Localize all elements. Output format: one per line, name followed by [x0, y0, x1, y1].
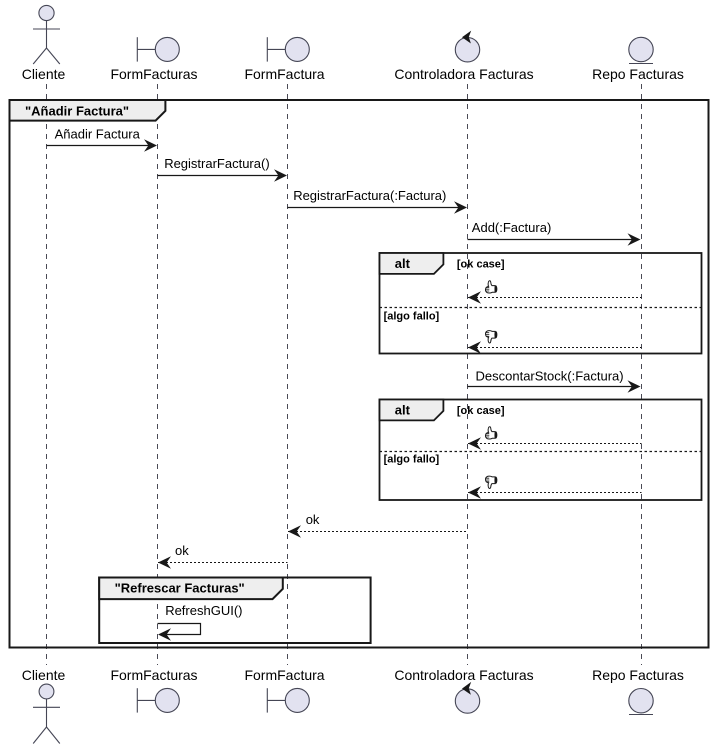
- svg-text:[ok case]: [ok case]: [457, 405, 505, 417]
- svg-text:FormFactura: FormFactura: [244, 66, 324, 82]
- svg-text:"Añadir Factura": "Añadir Factura": [25, 104, 129, 119]
- svg-text:RegistrarFactura(:Factura): RegistrarFactura(:Factura): [293, 188, 446, 203]
- svg-text:alt: alt: [395, 256, 411, 271]
- svg-text:[algo fallo]: [algo fallo]: [384, 311, 440, 323]
- svg-text:DescontarStock(:Factura): DescontarStock(:Factura): [476, 369, 624, 384]
- svg-text:Cliente: Cliente: [22, 667, 66, 683]
- svg-text:ok: ok: [175, 543, 189, 558]
- svg-text:FormFactura: FormFactura: [244, 667, 324, 683]
- svg-text:alt: alt: [395, 402, 411, 417]
- svg-text:FormFacturas: FormFacturas: [110, 667, 197, 683]
- svg-text:Controladora Facturas: Controladora Facturas: [394, 66, 533, 82]
- svg-text:ok: ok: [306, 512, 320, 527]
- svg-text:[ok case]: [ok case]: [457, 259, 505, 271]
- svg-text:"Refrescar Facturas": "Refrescar Facturas": [115, 580, 245, 595]
- svg-text:Repo Facturas: Repo Facturas: [592, 667, 684, 683]
- svg-text:Añadir Factura: Añadir Factura: [55, 127, 141, 142]
- svg-text:FormFacturas: FormFacturas: [110, 66, 197, 82]
- svg-text:RegistrarFactura(): RegistrarFactura(): [164, 156, 269, 171]
- svg-text:RefreshGUI(): RefreshGUI(): [165, 603, 242, 618]
- svg-text:Controladora Facturas: Controladora Facturas: [394, 667, 533, 683]
- svg-text:Add(:Factura): Add(:Factura): [472, 220, 551, 235]
- svg-text:Cliente: Cliente: [22, 66, 66, 82]
- svg-text:Repo Facturas: Repo Facturas: [592, 66, 684, 82]
- svg-text:[algo fallo]: [algo fallo]: [384, 454, 440, 466]
